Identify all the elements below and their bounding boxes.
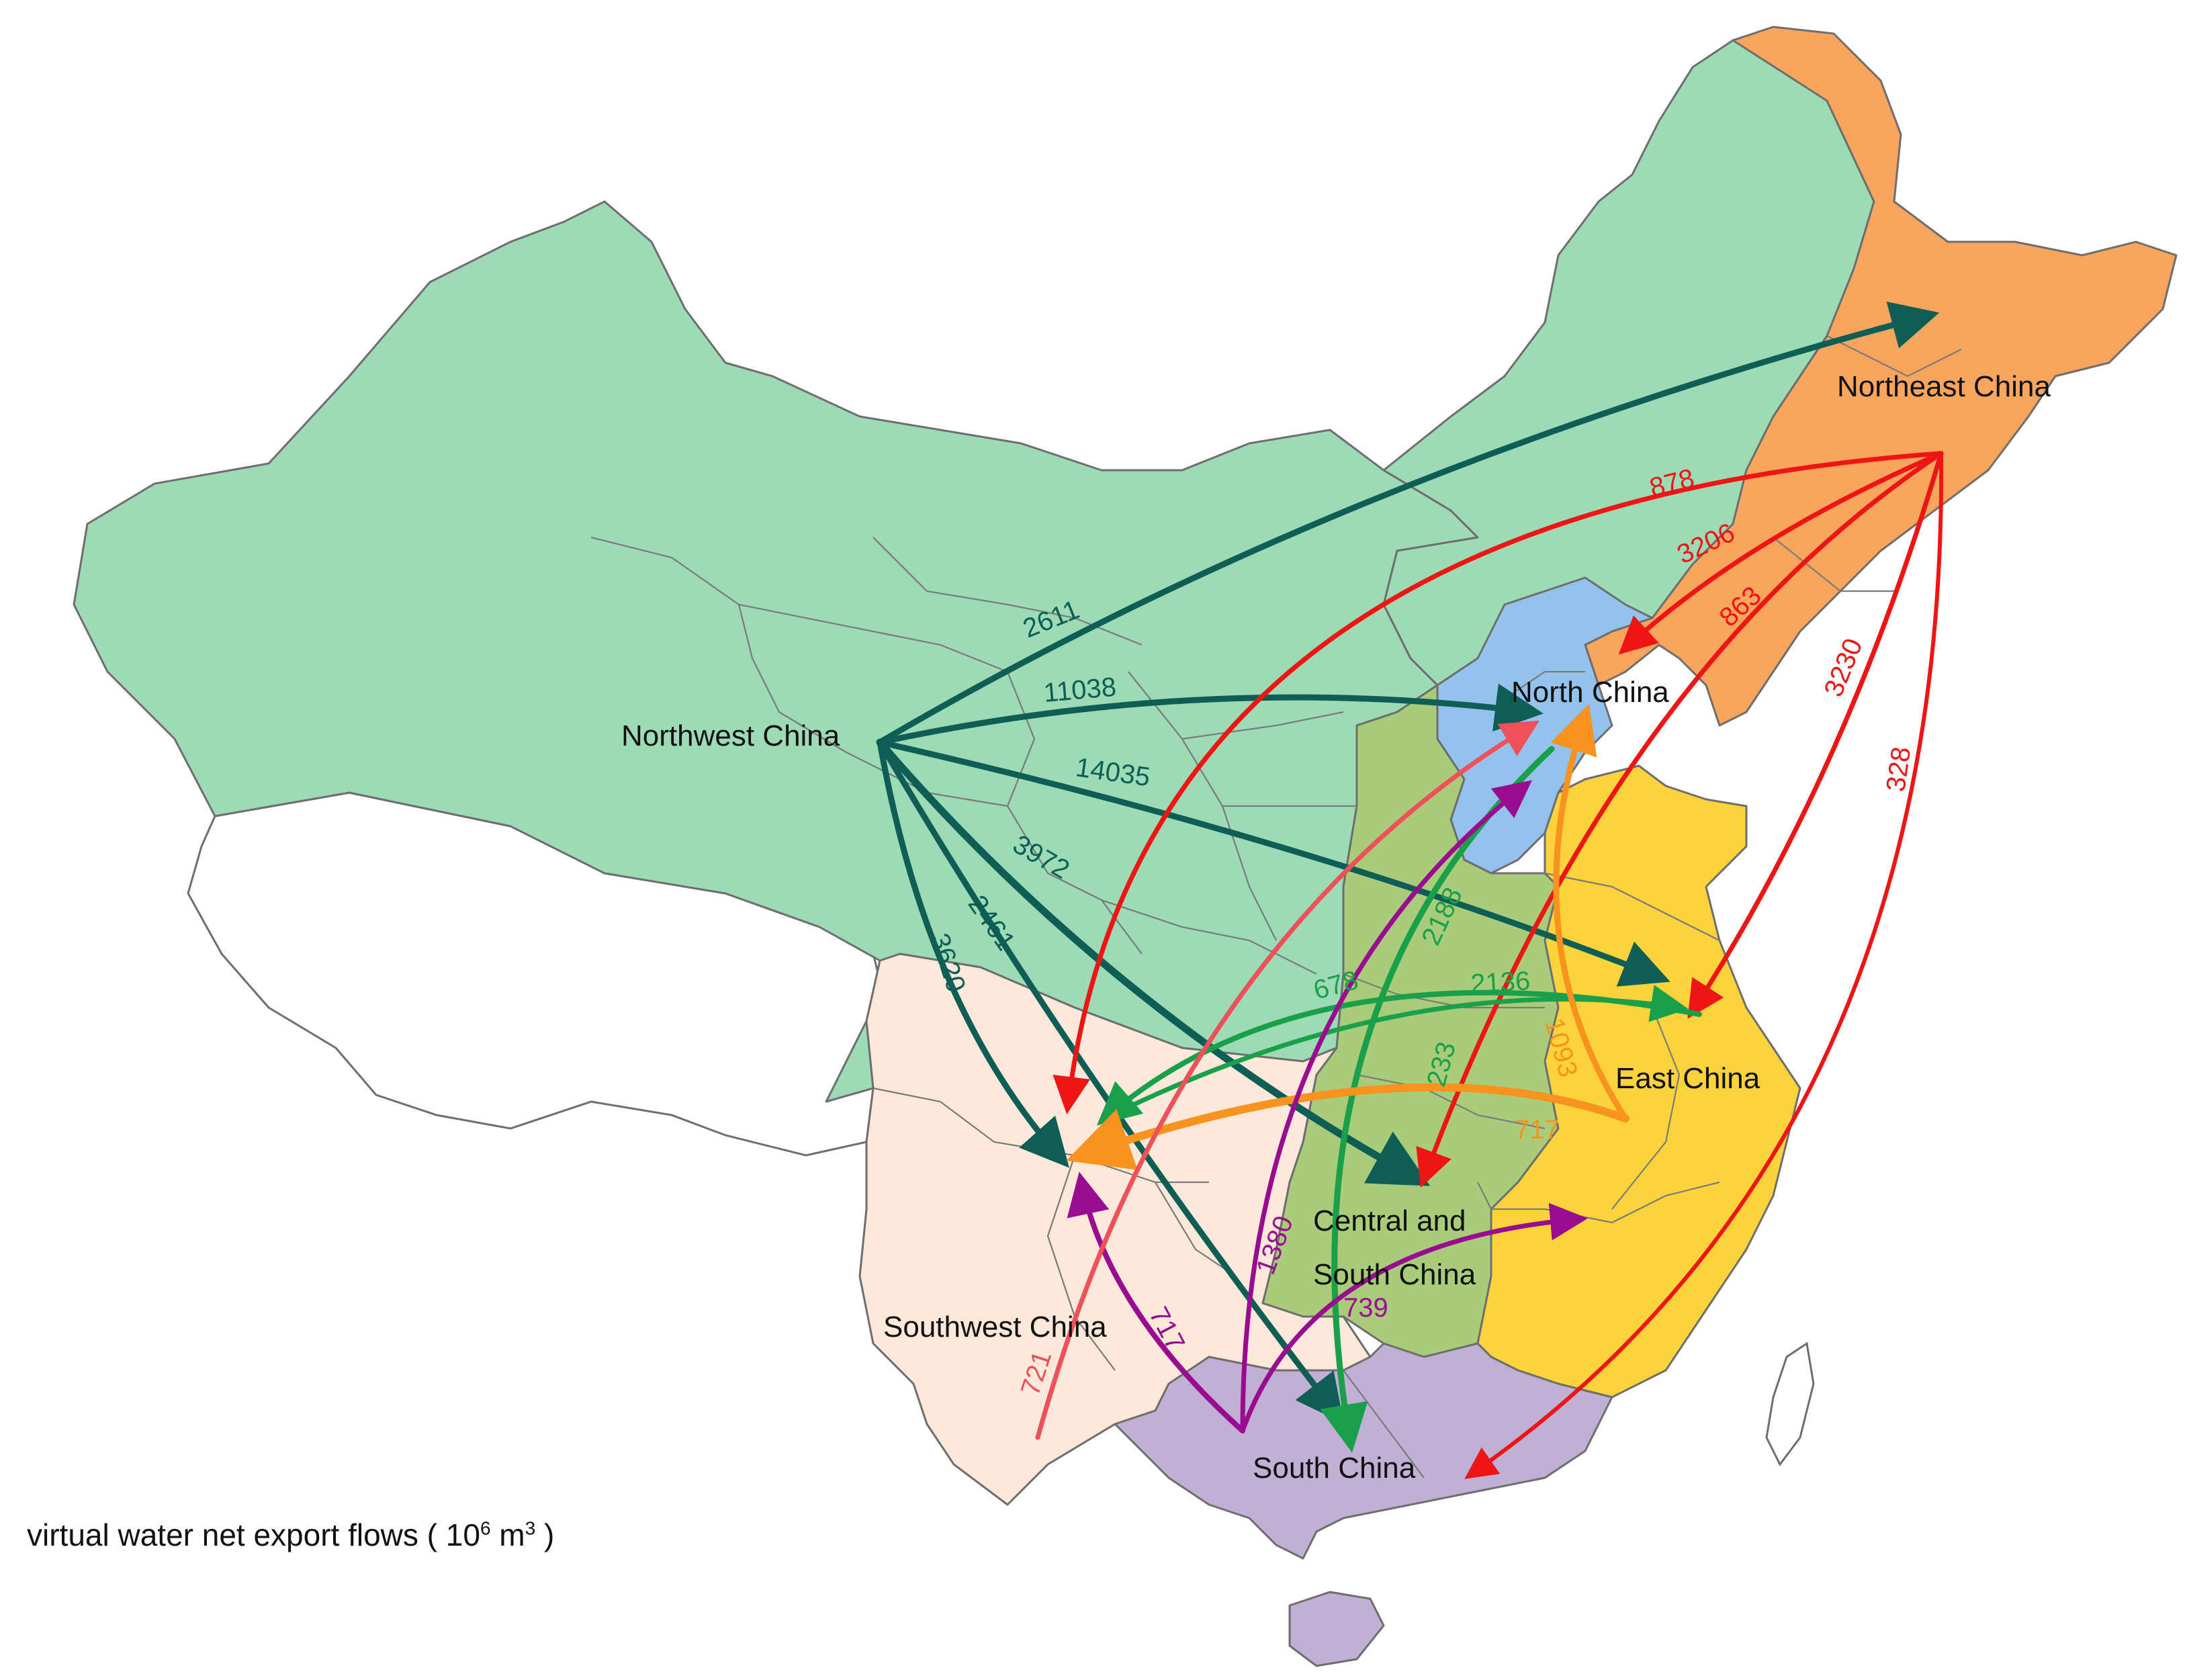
flows-south [1067,780,1588,1433]
flow-ne-east [1687,451,1944,1019]
flow-s-east [1240,1202,1588,1433]
label-central-south-line1: Central and [1313,1204,1466,1237]
label-south: South China [1253,1452,1416,1485]
flow-e-north [1550,703,1629,1122]
flows-northeast [1053,451,1944,1479]
flow-ne-north [1618,451,1944,655]
label-north: North China [1511,676,1669,709]
flow-nw-south [877,739,1345,1424]
flow-ne-central [1416,451,1944,1188]
flow-ne-south [1464,451,1944,1479]
flow-label-11038: 11038 [1042,672,1118,708]
region-northeast [1584,26,2178,727]
flow-ne-southwest [1053,451,1944,1114]
caption-superscript-6: 6 [480,1517,491,1539]
taiwan-outline [1765,1341,1815,1466]
flow-n-south [1320,746,1555,1453]
label-east: East China [1615,1062,1760,1095]
flows-northwest [876,302,1940,1424]
flow-nw-southwest [877,739,1069,1168]
flow-nw-north [877,683,1544,746]
caption-superscript-3: 3 [525,1517,536,1539]
flow-labels: 2611 11038 14035 3972 2461 3620 878 3206… [924,463,1916,1399]
caption-close: ) [535,1517,555,1552]
region-labels: Northwest China Northeast China North Ch… [621,370,2051,1485]
flow-sw-north [1035,720,1539,1440]
flow-s-north [1240,780,1533,1433]
flow-nw-northeast [877,302,1940,746]
flow-nw-east [877,739,1670,987]
map-caption: virtual water net export flows ( 106 m3 … [27,1517,554,1553]
label-northwest: Northwest China [621,719,840,752]
flow-n-east [1102,985,1689,1121]
label-northeast: Northeast China [1837,370,2051,403]
flow-label-328: 328 [1881,745,1916,793]
flows-east [1066,703,1629,1170]
flow-label-739: 739 [1343,1293,1388,1323]
province-borders [590,335,1962,1478]
flow-label-3230: 3230 [1819,634,1869,701]
label-southwest: Southwest China [883,1311,1107,1343]
flow-s-southwest [1067,1171,1245,1433]
flow-label-717-east: 717 [1515,1115,1560,1145]
caption-text: virtual water net export flows ( 10 [27,1517,480,1552]
flow-e-southwest [1066,1083,1629,1170]
region-south-hainan [1288,1591,1385,1667]
flow-label-2136: 2136 [1470,966,1531,999]
label-central-south-line2: South China [1313,1258,1476,1291]
caption-unit: m [490,1517,525,1552]
flow-nw-central [876,738,1431,1186]
flows-north [1096,746,1702,1453]
